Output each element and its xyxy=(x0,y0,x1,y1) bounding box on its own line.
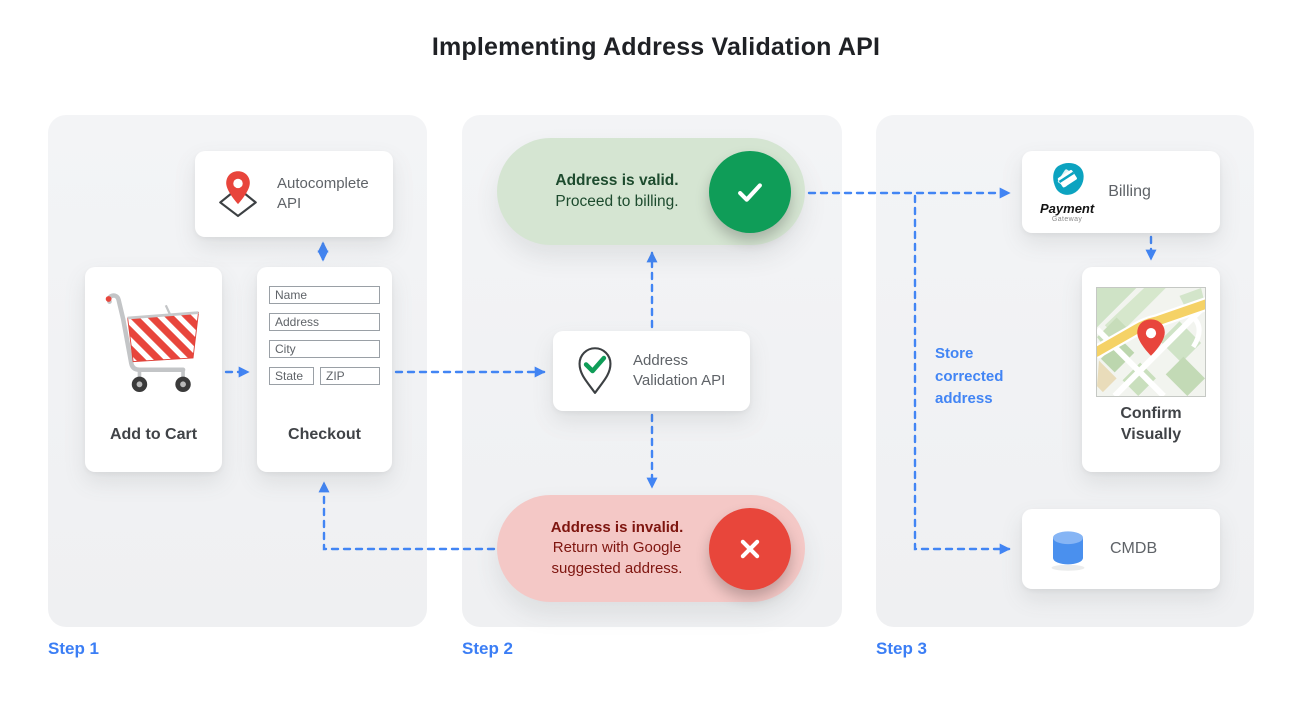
checkout-label: Checkout xyxy=(288,426,361,443)
state-field: State xyxy=(269,367,314,385)
address-validation-api-label: Address Validation API xyxy=(633,352,726,389)
address-validation-api-card: Address Validation API xyxy=(553,331,750,411)
invalid-title: Address is invalid. xyxy=(550,519,684,537)
valid-title: Address is valid. xyxy=(555,171,679,189)
confirm-visually-label: Confirm Visually xyxy=(1120,404,1182,444)
valid-subtitle: Proceed to billing. xyxy=(555,192,679,210)
zip-field: ZIP xyxy=(320,367,380,385)
address-invalid-pill: Address is invalid. Return with Google s… xyxy=(497,495,805,602)
billing-card: Payment Gateway Billing xyxy=(1022,151,1220,233)
valid-check-icon xyxy=(709,150,791,233)
confirm-visually-card: Confirm Visually xyxy=(1082,267,1220,472)
cmdb-label: CMDB xyxy=(1110,540,1158,558)
invalid-subtitle: Return with Google suggested address. xyxy=(551,539,683,577)
payment-gateway-logo: Payment Gateway xyxy=(1040,161,1094,223)
map-thumbnail xyxy=(1091,287,1210,399)
payment-gateway-icon xyxy=(1053,162,1084,195)
autocomplete-api-card: Autocomplete API xyxy=(195,151,393,237)
address-valid-pill: Address is valid. Proceed to billing. xyxy=(497,138,805,245)
shopping-cart-icon xyxy=(105,293,199,393)
map-image xyxy=(1091,288,1210,399)
autocomplete-api-label: Autocomplete API xyxy=(277,175,369,212)
add-to-cart-card: Add to Cart xyxy=(85,267,222,472)
database-icon xyxy=(1051,531,1085,571)
step3-label: Step 3 xyxy=(876,639,928,658)
checkout-card: Name Address City State ZIP Checkout xyxy=(257,267,392,472)
validation-pin-icon xyxy=(578,347,612,394)
name-field: Name xyxy=(269,286,380,304)
cmdb-card: CMDB xyxy=(1022,509,1220,589)
address-field: Address xyxy=(269,313,380,331)
page-title: Implementing Address Validation API xyxy=(431,33,881,61)
step1-label: Step 1 xyxy=(48,639,100,658)
invalid-x-icon xyxy=(709,507,791,590)
step2-label: Step 2 xyxy=(462,639,514,658)
payment-gateway-sub: Gateway xyxy=(1051,216,1083,223)
billing-label: Billing xyxy=(1108,183,1151,201)
add-to-cart-label: Add to Cart xyxy=(109,426,198,443)
city-field: City xyxy=(269,340,380,358)
store-corrected-address-note: Store corrected address xyxy=(935,345,1004,407)
payment-gateway-name: Payment xyxy=(1040,201,1095,216)
autocomplete-pin-icon xyxy=(219,171,257,218)
